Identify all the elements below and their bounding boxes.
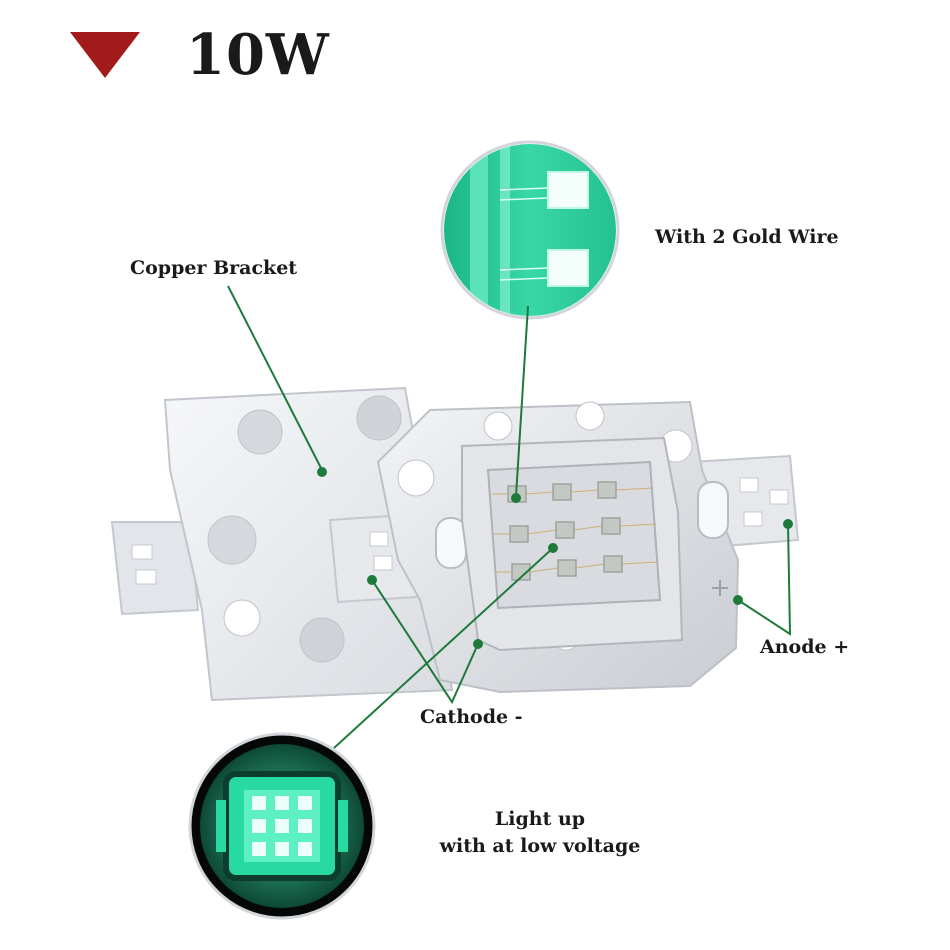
light-up-line-2: with at low voltage xyxy=(439,835,641,857)
gold-wire-label: With 2 Gold Wire xyxy=(655,226,839,248)
leader-lines xyxy=(227,285,792,749)
copper-bracket-label: Copper Bracket xyxy=(130,257,298,279)
light-up-line-1: Light up xyxy=(494,808,586,830)
leader-dots xyxy=(317,467,793,649)
lit-led-preview xyxy=(188,732,376,920)
gold-wire-zoom xyxy=(440,140,620,320)
down-triangle-icon xyxy=(70,32,140,78)
power-rating-title: 10W xyxy=(186,22,330,88)
anode-label: Anode + xyxy=(760,636,850,658)
cathode-label: Cathode - xyxy=(420,706,523,728)
light-up-label: Light up with at low voltage xyxy=(425,806,655,860)
